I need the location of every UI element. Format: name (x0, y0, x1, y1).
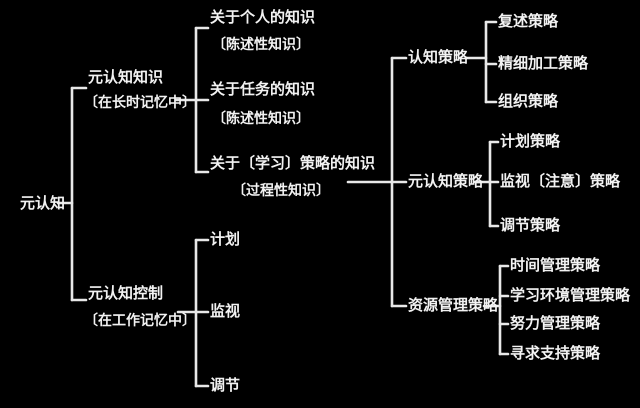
control-node: 元认知控制 (88, 284, 164, 302)
knowledge-item-strategy: 关于〔学习〕策略的知识 (210, 154, 376, 172)
strategy-resource: 资源管理策略 (408, 296, 499, 314)
root-node: 元认知 (20, 194, 66, 212)
knowledge-item-strategy-note: 〔过程性知识〕 (232, 183, 330, 199)
resource-effort: 努力管理策略 (510, 314, 601, 332)
cognitive-organization: 组织策略 (498, 92, 559, 110)
resource-support: 寻求支持策略 (510, 344, 601, 362)
meta-planning: 计划策略 (500, 132, 561, 150)
control-item-plan: 计划 (210, 230, 241, 248)
control-note: 〔在工作记忆中〕 (84, 313, 196, 329)
resource-time: 时间管理策略 (510, 256, 601, 274)
control-item-regulate: 调节 (210, 376, 241, 394)
knowledge-item-person-note: 〔陈述性知识〕 (212, 37, 310, 53)
cognitive-elaboration: 精细加工策略 (498, 54, 589, 72)
resource-environment: 学习环境管理策略 (510, 286, 631, 304)
meta-monitoring: 监视〔注意〕策略 (500, 172, 621, 190)
knowledge-item-task: 关于任务的知识 (210, 80, 316, 98)
knowledge-node: 元认知知识 (88, 68, 164, 86)
cognitive-rehearsal: 复述策略 (498, 12, 559, 30)
control-item-monitor: 监视 (210, 302, 241, 320)
meta-regulation: 调节策略 (500, 216, 561, 234)
strategy-cognitive: 认知策略 (408, 48, 469, 66)
knowledge-item-task-note: 〔陈述性知识〕 (212, 111, 310, 127)
knowledge-note: 〔在长时记忆中〕 (84, 95, 196, 111)
knowledge-item-person: 关于个人的知识 (210, 8, 316, 26)
strategy-metacognitive: 元认知策略 (408, 172, 484, 190)
